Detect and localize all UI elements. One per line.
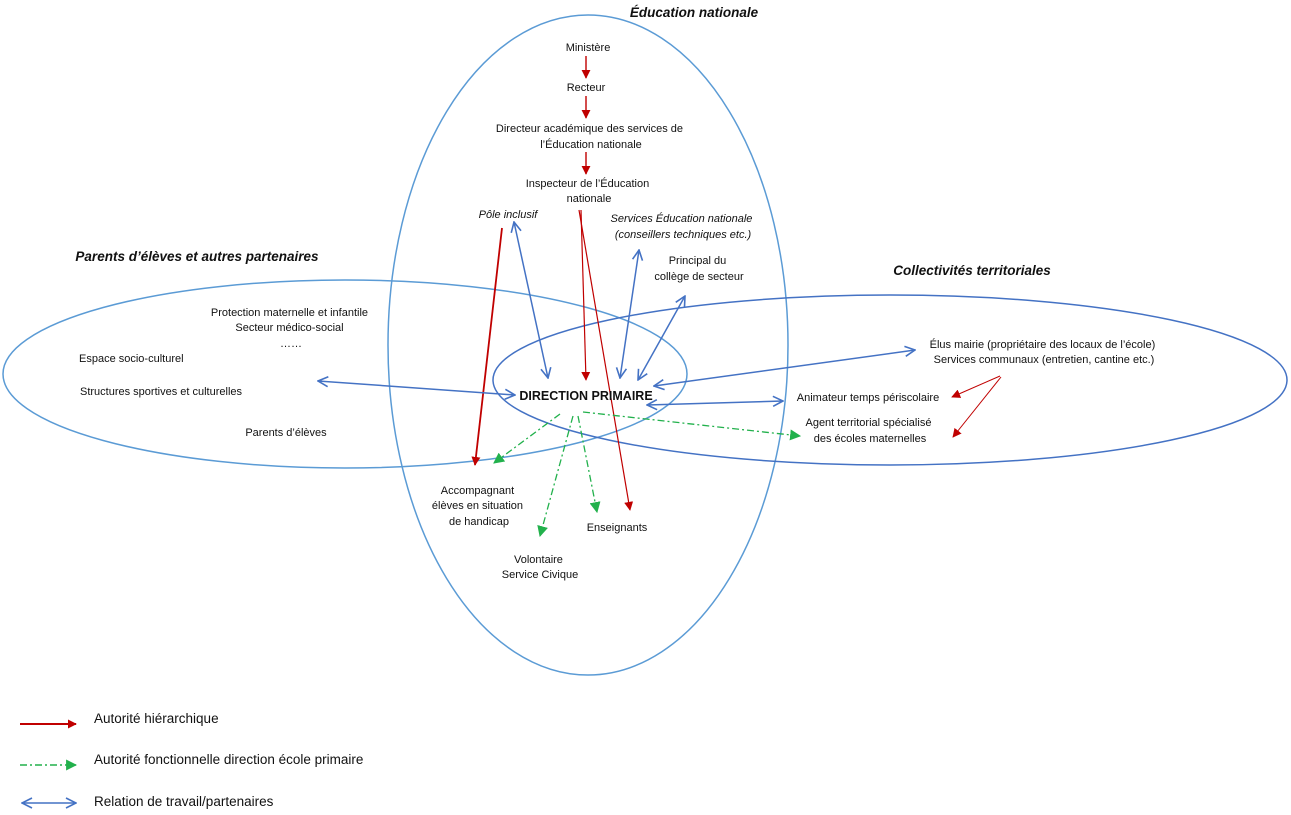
node-ien-line1: Inspecteur de l’Éducation: [526, 177, 650, 190]
arrow-direction-atsem: [582, 411, 802, 441]
node-principal-line1: Principal du: [669, 255, 726, 267]
node-atsem-line1: Agent territorial spécialisé: [805, 417, 931, 429]
arrow-pole-direction: [514, 222, 548, 378]
node-elus-line2: Services communaux (entretien, cantine e…: [934, 354, 1155, 366]
node-elus-mairie: Élus mairie (propriétaire des locaux de …: [930, 338, 1159, 366]
node-pmi-line3: ……: [280, 338, 302, 350]
node-aesh: Accompagnant élèves en situation de hand…: [432, 485, 526, 528]
node-dasen-line1: Directeur académique des services de: [496, 123, 683, 135]
node-aesh-line1: Accompagnant: [441, 485, 514, 497]
legend-partnership-label: Relation de travail/partenaires: [94, 794, 274, 809]
arrow-direction-volontaire: [537, 415, 574, 538]
node-atsem: Agent territorial spécialisé des écoles …: [805, 417, 934, 445]
node-ien: Inspecteur de l’Éducation nationale: [526, 177, 653, 205]
node-principal-line2: collège de secteur: [654, 271, 744, 283]
arrow-ien-enseignants: [578, 209, 634, 511]
education-nationale-ellipse: [387, 14, 789, 676]
node-principal: Principal du collège de secteur: [654, 255, 744, 283]
arrow-direction-animateur: [647, 401, 783, 405]
node-services-en-line1: Services Éducation nationale: [611, 212, 753, 225]
node-structures: Structures sportives et culturelles: [80, 386, 243, 398]
arrow-direction-elus: [654, 350, 915, 386]
arrow-direction-aesh: [493, 413, 561, 464]
group-title-education: Éducation nationale: [630, 5, 759, 20]
node-enseignants: Enseignants: [587, 522, 648, 534]
legend: Autorité hiérarchique Autorité fonctionn…: [20, 711, 363, 809]
node-dasen: Directeur académique des services de l’É…: [496, 123, 686, 151]
node-parents: Parents d’élèves: [245, 427, 327, 439]
node-atsem-line2: des écoles maternelles: [814, 433, 927, 445]
node-volontaire-line1: Volontaire: [514, 554, 563, 566]
arrow-mairie-atsem: [952, 376, 1002, 438]
node-dasen-line2: l’Éducation nationale: [540, 138, 642, 151]
arrow-mairie-animateur: [951, 375, 1001, 398]
node-pmi: Protection maternelle et infantile Secte…: [211, 307, 371, 350]
node-services-en: Services Éducation nationale (conseiller…: [611, 212, 756, 241]
node-espace-socio-culturel: Espace socio-culturel: [79, 353, 184, 365]
arrow-ien-direction: [580, 209, 591, 381]
functional-arrows: [493, 411, 802, 538]
group-title-collectivites: Collectivités territoriales: [893, 263, 1051, 278]
node-animateur: Animateur temps périscolaire: [797, 392, 939, 404]
node-volontaire: Volontaire Service Civique: [502, 554, 578, 581]
node-direction-primaire: DIRECTION PRIMAIRE: [519, 389, 652, 403]
node-pmi-line2: Secteur médico-social: [235, 322, 343, 334]
node-ministere: Ministère: [566, 42, 611, 54]
node-pmi-line1: Protection maternelle et infantile: [211, 307, 368, 319]
legend-hierarchy-label: Autorité hiérarchique: [94, 711, 219, 726]
legend-functional-label: Autorité fonctionnelle direction école p…: [94, 752, 363, 767]
node-aesh-line2: élèves en situation: [432, 500, 523, 512]
arrow-structures-direction: [318, 381, 515, 395]
arrow-pole-aesh: [471, 227, 503, 466]
node-services-en-line2: (conseillers techniques etc.): [615, 229, 752, 241]
group-title-parents: Parents d’élèves et autres partenaires: [75, 249, 319, 264]
node-ien-line2: nationale: [567, 193, 612, 205]
node-aesh-line3: de handicap: [449, 516, 509, 528]
partnership-arrows: [318, 222, 915, 405]
node-pole-inclusif: Pôle inclusif: [479, 209, 539, 221]
arrow-principal-direction: [638, 296, 685, 380]
arrow-services-direction: [620, 250, 639, 378]
node-volontaire-line2: Service Civique: [502, 569, 578, 581]
arrow-direction-enseignants: [577, 415, 601, 514]
node-elus-line1: Élus mairie (propriétaire des locaux de …: [930, 338, 1156, 351]
node-recteur: Recteur: [567, 82, 606, 94]
